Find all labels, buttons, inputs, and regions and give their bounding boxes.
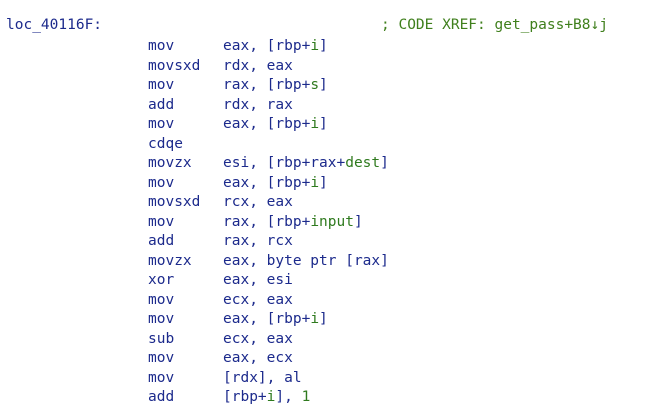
- instruction-operands: eax, [rbp+i]: [223, 114, 328, 134]
- operand-text: [rbp+: [223, 389, 267, 405]
- stack-variable-name[interactable]: i: [266, 389, 276, 405]
- operand-text: rax, [rbp+: [223, 213, 311, 230]
- stack-variable-name[interactable]: input: [310, 213, 354, 230]
- instruction-operands: rax, rcx: [223, 231, 293, 251]
- operand-text: esi, [rbp+rax+: [223, 155, 346, 171]
- instruction-mnemonic: movzx: [148, 252, 192, 269]
- instruction-operands: ecx, eax: [223, 290, 293, 310]
- instruction-mnemonic: mov: [148, 213, 175, 230]
- instruction-mnemonic: mov: [148, 174, 175, 191]
- operand-text: rax, [rbp+: [223, 77, 311, 93]
- instruction-operands: rdx, rax: [223, 95, 293, 115]
- operand-text: eax, [rbp+: [223, 116, 311, 132]
- operand-text: rdx, rax: [223, 96, 293, 113]
- instruction-operands: eax, byte ptr [rax]: [223, 251, 389, 271]
- instruction-mnemonic: mov: [148, 38, 175, 54]
- instruction-operands: rax, [rbp+s]: [223, 75, 328, 95]
- instruction-operands: esi, [rbp+rax+dest]: [223, 153, 389, 173]
- instruction-mnemonic: movsxd: [148, 194, 201, 210]
- immediate-value: 1: [301, 389, 311, 405]
- instruction-operands: [rdx], al: [223, 368, 302, 388]
- instruction-mnemonic: sub: [148, 330, 175, 347]
- operand-text: [rdx], al: [223, 369, 302, 386]
- operand-text: ]: [353, 213, 363, 230]
- instruction-mnemonic: movsxd: [148, 57, 201, 74]
- location-label[interactable]: loc_40116F:: [6, 17, 103, 33]
- instruction-mnemonic: mov: [148, 77, 175, 93]
- stack-variable-name[interactable]: dest: [345, 155, 381, 171]
- operand-text: eax, [rbp+: [223, 38, 311, 54]
- instruction-operands: [rbp+i], 1: [223, 387, 310, 407]
- instruction-mnemonic: mov: [148, 369, 175, 386]
- instruction-mnemonic: xor: [148, 272, 175, 288]
- instruction-operands: rax, [rbp+input]: [223, 212, 363, 232]
- instruction-operands: eax, esi: [223, 270, 293, 290]
- operand-text: ecx, eax: [223, 330, 293, 347]
- instruction-mnemonic: add: [148, 96, 175, 113]
- operand-text: ]: [380, 155, 389, 171]
- operand-text: eax, [rbp+: [223, 311, 311, 327]
- instruction-mnemonic: cdqe: [148, 135, 183, 152]
- operand-text: ]: [319, 311, 328, 327]
- instruction-mnemonic: mov: [148, 116, 175, 132]
- operand-text: ],: [275, 389, 302, 405]
- instruction-operands: eax, [rbp+i]: [223, 173, 328, 193]
- stack-variable-name[interactable]: s: [310, 77, 320, 93]
- instruction-mnemonic: mov: [148, 291, 175, 308]
- operand-text: eax, esi: [223, 272, 293, 288]
- instruction-operands: ecx, eax: [223, 329, 293, 349]
- label-line[interactable]: loc_40116F: ; CODE XREF: get_pass+B8↓j: [0, 15, 608, 35]
- instruction-operands: eax, ecx: [223, 348, 293, 368]
- stack-variable-name[interactable]: i: [310, 116, 320, 132]
- operand-text: ]: [319, 38, 328, 54]
- instruction-operands: eax, [rbp+i]: [223, 309, 328, 329]
- operand-text: rcx, eax: [223, 194, 293, 210]
- instruction-operands: rdx, eax: [223, 56, 293, 76]
- instruction-mnemonic: add: [148, 389, 175, 405]
- stack-variable-name[interactable]: i: [310, 311, 320, 327]
- operand-text: ecx, eax: [223, 291, 293, 308]
- operand-text: ]: [319, 174, 328, 191]
- operand-text: eax, [rbp+: [223, 174, 311, 191]
- stack-variable-name[interactable]: i: [310, 174, 320, 191]
- instruction-mnemonic: add: [148, 233, 175, 249]
- instruction-mnemonic: mov: [148, 350, 175, 366]
- operand-text: eax, byte ptr [rax]: [223, 252, 389, 269]
- code-xref-comment[interactable]: ; CODE XREF: get_pass+B8↓j: [381, 17, 608, 33]
- instruction-mnemonic: mov: [148, 311, 175, 327]
- operand-text: rdx, eax: [223, 57, 293, 74]
- operand-text: ]: [319, 116, 328, 132]
- operand-text: eax, ecx: [223, 350, 293, 366]
- operand-text: rax, rcx: [223, 233, 293, 249]
- instruction-operands: eax, [rbp+i]: [223, 36, 328, 56]
- stack-variable-name[interactable]: i: [310, 38, 320, 54]
- instruction-mnemonic: movzx: [148, 155, 192, 171]
- operand-text: ]: [319, 77, 328, 93]
- instruction-operands: rcx, eax: [223, 192, 293, 212]
